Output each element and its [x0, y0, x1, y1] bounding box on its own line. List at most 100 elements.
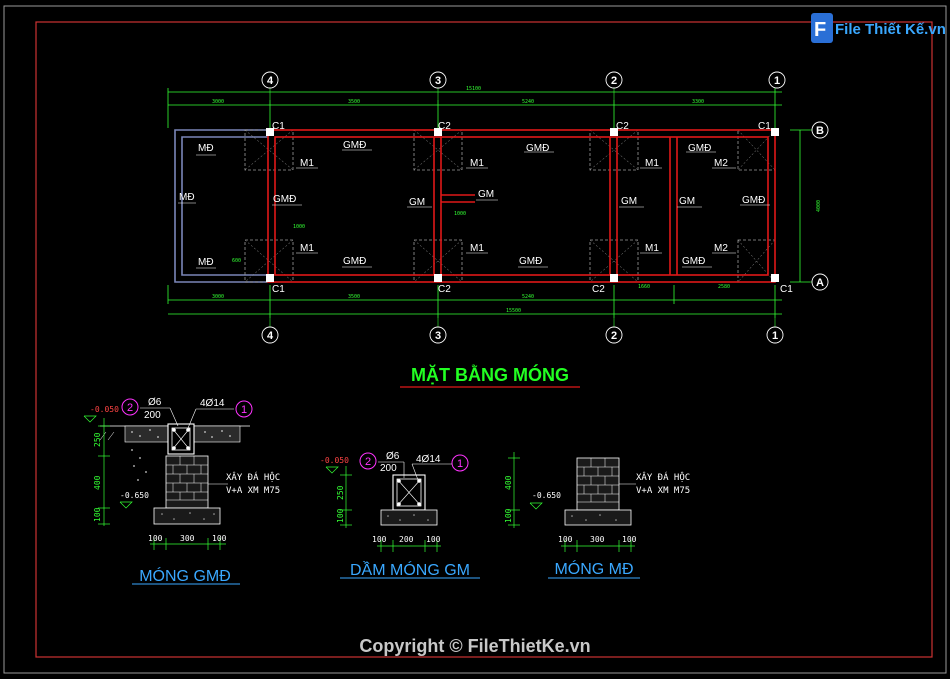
dim-small-1: 1000 [293, 224, 305, 230]
label-gmd-top1: GMĐ [343, 140, 366, 151]
brand-logo-text: File Thiết Kế.vn [835, 21, 946, 38]
gmd-dim-v-2: 400 [93, 475, 102, 490]
dim-top-overall: 15100 [466, 86, 481, 92]
sheet-frame-inner [35, 21, 933, 658]
detail-dam-mong-gm: 250 100 -0.050 100 200 100 2 1 Ø6 200 [320, 451, 480, 579]
gmd-stirrup-bot: 200 [144, 410, 161, 421]
label-gmd-right: GMĐ [742, 195, 765, 206]
axis-bottom-1: 1 [772, 330, 778, 342]
gmd-note-2: V+A XM M75 [226, 486, 280, 496]
label-gm-4: GM [679, 196, 695, 207]
gm-stirrup-bot: 200 [380, 463, 397, 474]
dim-bottom-2: 3500 [348, 294, 360, 300]
dim-bottom-1: 3000 [212, 294, 224, 300]
label-m2-b: M2 [714, 243, 728, 254]
dim-bottom-overall: 15500 [506, 308, 521, 314]
col-label-top-4: C1 [758, 121, 771, 132]
col-label-top-3: C2 [616, 121, 629, 132]
sheet-frame-outer [3, 5, 947, 674]
dim-bottom-3: 5240 [522, 294, 534, 300]
dim-top-2: 3500 [348, 99, 360, 105]
label-m1-b: M1 [300, 243, 314, 254]
gm-rebar-text: 4Ø14 [416, 454, 441, 465]
axis-top-4: 4 [267, 75, 274, 87]
dim-small-3: 600 [232, 258, 241, 264]
md-dim-v-1: 400 [504, 475, 513, 490]
col-label-bot-3: C2 [592, 284, 605, 295]
gmd-dim-v-3: 100 [93, 507, 102, 522]
gmd-stirrup-tag: 2 [127, 402, 133, 414]
gm-rebar-tag: 1 [457, 458, 463, 470]
gmd-rebar-tag: 1 [241, 404, 247, 416]
md-dim-h-3: 100 [622, 535, 637, 544]
label-gm-3: GM [621, 196, 637, 207]
dim-bottom-5: 2580 [718, 284, 730, 290]
dim-small-2: 1000 [454, 211, 466, 217]
md-title: MÓNG MĐ [554, 559, 633, 578]
brand-logo: F File Thiết Kế.vn [811, 13, 946, 43]
dim-top-3: 5240 [522, 99, 534, 105]
gm-dim-h-3: 100 [426, 535, 441, 544]
gmd-rebar-text: 4Ø14 [200, 398, 225, 409]
detail-mong-md: 400 100 -0.650 100 300 100 XÂY ĐÁ HỘC V+… [504, 452, 690, 579]
label-m1-e: M1 [645, 158, 659, 169]
plan-title: MẶT BẰNG MÓNG [411, 364, 569, 385]
axis-top-2: 2 [611, 75, 617, 87]
axis-top-3: 3 [435, 75, 441, 87]
label-m1-a: M1 [300, 158, 314, 169]
md-dim-h-2: 300 [590, 535, 605, 544]
gm-dim-h-2: 200 [399, 535, 414, 544]
axis-right-b: B [816, 125, 824, 137]
label-m1-f: M1 [645, 243, 659, 254]
gmd-title: MÓNG GMĐ [139, 566, 231, 585]
gmd-level-bot: -0.650 [120, 491, 149, 500]
md-dim-v-2: 100 [504, 508, 513, 523]
gm-dim-h-1: 100 [372, 535, 387, 544]
gmd-dim-h-2: 300 [180, 534, 195, 543]
gm-level-top: -0.050 [320, 456, 349, 465]
gmd-dim-h-1: 100 [148, 534, 163, 543]
gm-stirrup-tag: 2 [365, 456, 371, 468]
foundation-plan: 15100 3000 3500 5240 3300 3000 3500 5240… [167, 71, 829, 388]
axis-top-1: 1 [774, 75, 780, 87]
axis-bottom-2: 2 [611, 330, 617, 342]
svg-text:F: F [814, 19, 826, 41]
label-md-bot: MĐ [198, 257, 214, 268]
label-gm-1: GM [409, 197, 425, 208]
label-md-mid: MĐ [179, 192, 195, 203]
detail-mong-gmd: 250 400 100 -0.050 -0.650 100 300 100 [83, 397, 280, 585]
gmd-stirrup-top: Ø6 [148, 397, 162, 408]
label-gm-2: GM [478, 189, 494, 200]
md-level-bot: -0.650 [532, 491, 561, 500]
gmd-dim-v-1: 250 [93, 432, 102, 447]
dim-top-1: 3000 [212, 99, 224, 105]
axis-bottom-3: 3 [435, 330, 441, 342]
axis-bottom-4: 4 [267, 330, 274, 342]
label-gmd-left: GMĐ [273, 194, 296, 205]
gm-stirrup-top: Ø6 [386, 451, 400, 462]
col-label-bot-4: C1 [780, 284, 793, 295]
label-gmd-top3: GMĐ [688, 143, 711, 154]
gmd-dim-h-3: 100 [212, 534, 227, 543]
label-gmd-top2: GMĐ [526, 143, 549, 154]
label-m1-d: M1 [470, 243, 484, 254]
gmd-level-top: -0.050 [90, 405, 119, 414]
dim-right: 4000 [816, 200, 822, 212]
label-m1-c: M1 [470, 158, 484, 169]
gm-title: DẦM MÓNG GM [350, 560, 470, 579]
md-note-1: XÂY ĐÁ HỘC [636, 471, 690, 483]
col-label-bot-1: C1 [272, 284, 285, 295]
copyright-watermark: Copyright © FileThietKe.vn [359, 636, 590, 656]
col-label-bot-2: C2 [438, 284, 451, 295]
label-md-top: MĐ [198, 143, 214, 154]
col-label-top-2: C2 [438, 121, 451, 132]
label-m2-a: M2 [714, 158, 728, 169]
label-gmd-bot2: GMĐ [519, 256, 542, 267]
label-gmd-bot1: GMĐ [343, 256, 366, 267]
gm-dim-v-2: 100 [336, 508, 345, 523]
label-gmd-bot3: GMĐ [682, 256, 705, 267]
gm-dim-v-1: 250 [336, 485, 345, 500]
gmd-note-1: XÂY ĐÁ HỘC [226, 471, 280, 483]
dim-top-4: 3300 [692, 99, 704, 105]
